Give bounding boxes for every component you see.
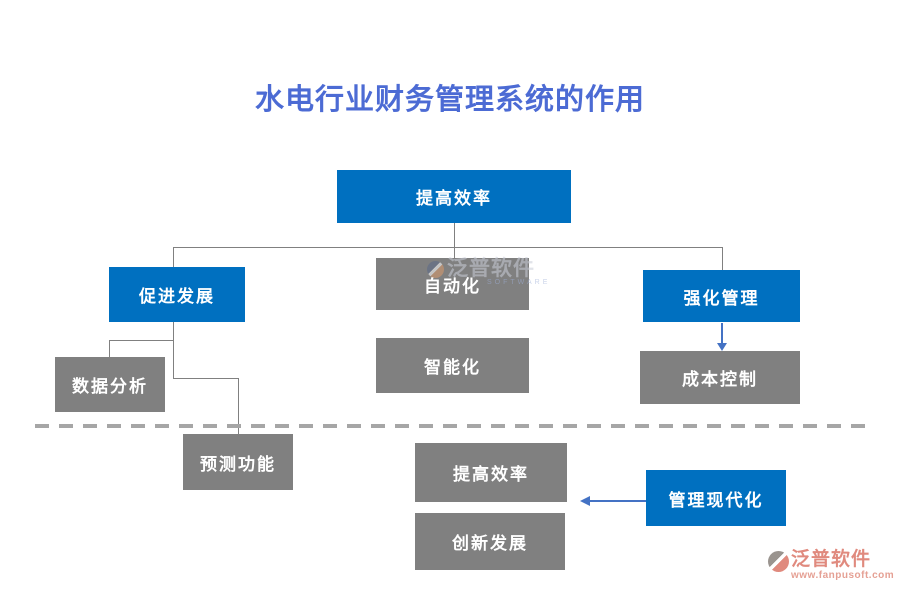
node-tigaoxiaolv-top: 提高效率 bbox=[337, 170, 571, 223]
node-shujufenxi: 数据分析 bbox=[55, 357, 165, 412]
fanpu-logo-icon bbox=[768, 551, 789, 572]
node-zhinenghua: 智能化 bbox=[376, 338, 529, 393]
node-tigaoxiaolv-bottom: 提高效率 bbox=[415, 443, 567, 502]
node-yucegongneng: 预测功能 bbox=[183, 434, 293, 490]
connector-drop-yucegongneng bbox=[238, 378, 239, 434]
connector-drop-zidonghua bbox=[454, 247, 455, 258]
fanpu-logo-brand: 泛普软件 bbox=[791, 549, 872, 570]
arrow-line-qianghuaguanli-chengbenkongzhi bbox=[721, 323, 723, 345]
arrow-line-guanlixiandaihua-tigaoxiaolv bbox=[590, 500, 646, 502]
connector-cujinfazhan-stem bbox=[173, 322, 174, 378]
fanpu-logo: 泛普软件 www.fanpusoft.com bbox=[768, 550, 894, 581]
node-chengbenkongzhi: 成本控制 bbox=[640, 351, 800, 404]
connector-branch-shujufenxi bbox=[109, 340, 173, 341]
connector-drop-qianghuaguanli bbox=[722, 247, 723, 270]
connector-root-stem bbox=[454, 223, 455, 247]
page-title: 水电行业财务管理系统的作用 bbox=[254, 84, 645, 116]
node-zidonghua: 自动化 bbox=[376, 258, 529, 310]
arrow-head-left-icon bbox=[580, 496, 590, 506]
connector-branch-yucegongneng bbox=[173, 378, 238, 379]
connector-drop-shujufenxi bbox=[109, 340, 110, 357]
dashed-divider bbox=[35, 424, 865, 428]
node-chuangxinfazhan: 创新发展 bbox=[415, 513, 565, 570]
node-guanlixiandaihua: 管理现代化 bbox=[646, 470, 786, 526]
connector-level2-horizontal bbox=[173, 247, 723, 248]
arrow-head-down-icon bbox=[717, 343, 727, 351]
fanpu-logo-url: www.fanpusoft.com bbox=[791, 570, 895, 581]
node-qianghuaguanli: 强化管理 bbox=[643, 270, 800, 322]
connector-drop-cujinfazhan bbox=[173, 247, 174, 267]
node-cujinfazhan: 促进发展 bbox=[109, 267, 245, 322]
